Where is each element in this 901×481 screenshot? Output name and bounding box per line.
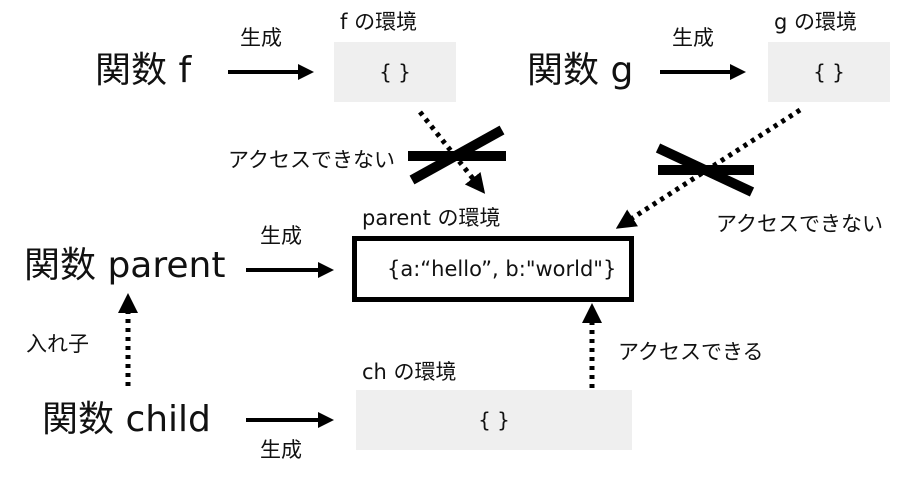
create-label-child: 生成 [260,438,302,462]
no-access-label-f: アクセスできない [228,148,395,172]
env-g-content: { } [813,60,845,84]
env-g-title: g の環境 [774,10,858,34]
env-f-box: { } [334,42,456,102]
function-parent-label: 関数 parent [24,245,226,286]
no-access-label-g: アクセスできない [716,212,883,236]
blocked-mark-f [408,125,506,185]
env-child-title: ch の環境 [362,360,457,384]
function-g-label: 関数 g [527,50,634,91]
env-child-box: { } [356,390,632,450]
create-label-g: 生成 [672,26,714,50]
env-parent-box: {a:“hello”, b:"world"} [352,236,634,302]
env-g-box: { } [768,42,890,102]
blocked-mark-g [655,143,755,197]
env-parent-content: {a:“hello”, b:"world"} [387,257,617,281]
function-f-label: 関数 f [95,50,192,91]
access-label-child: アクセスできる [618,340,764,364]
env-f-title: f の環境 [340,10,418,34]
create-label-parent: 生成 [260,224,302,248]
function-child-label: 関数 child [42,399,211,440]
create-label-f: 生成 [240,26,282,50]
access-arrow-f-to-parent [418,110,486,194]
env-child-content: { } [478,408,510,432]
env-f-content: { } [379,60,411,84]
nesting-label: 入れ子 [26,332,89,356]
env-parent-title: parent の環境 [362,206,501,230]
